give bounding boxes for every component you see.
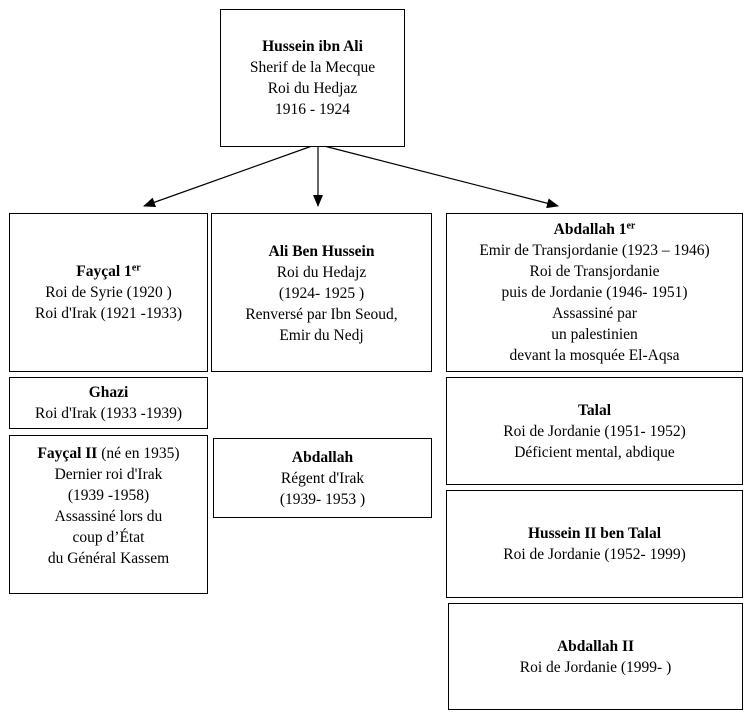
node-hussein-ibn-ali: Hussein ibn Ali Sherif de la Mecque Roi … [220,9,405,147]
node-line: Roi de Transjordanie [529,263,660,280]
node-abdallah-1: Abdallah 1er Emir de Transjordanie (1923… [446,213,743,372]
node-abdallah-2: Abdallah II Roi de Jordanie (1999- ) [448,603,743,710]
node-name: Abdallah [291,448,354,466]
node-line: (1939- 1953 ) [279,490,366,508]
node-line: (1939 -1958) [67,487,150,504]
node-faycal-2: Fayçal II (né en 1935) Dernier roi d'Ira… [9,435,208,594]
node-name: Abdallah II [556,637,635,655]
node-line: Emir de Transjordanie (1923 – 1946) [479,242,710,259]
node-line: Dernier roi d'Irak [54,466,163,483]
node-faycal-1: Fayçal 1er Roi de Syrie (1920 ) Roi d'Ir… [9,213,208,372]
node-name: Talal [577,401,612,419]
node-ghazi: Ghazi Roi d'Irak (1933 -1939) [9,377,208,429]
node-name: Abdallah 1er [553,220,636,238]
node-line: Roi du Hedjaz [267,80,358,97]
node-line: Emir du Nedj [279,327,364,344]
node-ali-ben-hussein: Ali Ben Hussein Roi du Hedajz (1924- 192… [211,213,432,372]
node-name: Fayçal 1er [76,262,141,280]
superscript: er [131,262,141,274]
node-abdallah-regent: Abdallah Régent d'Irak (1939- 1953 ) [213,438,432,518]
node-line: Sherif de la Mecque [249,59,376,76]
node-name: Ghazi [88,384,129,401]
arrow-to-abdallah1 [323,145,559,209]
node-line: Roi de Syrie (1920 ) [45,284,172,301]
node-name: Ali Ben Hussein [268,243,375,260]
node-line: 1916 - 1924 [275,101,350,118]
node-line: Assassiné lors du [54,508,163,525]
arrow-to-faycal1 [143,145,313,208]
node-talal: Talal Roi de Jordanie (1951- 1952) Défic… [446,377,743,485]
node-line: Roi d'Irak (1933 -1939) [34,405,182,422]
node-line: Roi de Jordanie (1951- 1952) [503,422,686,440]
node-line: Assassiné par [552,305,637,322]
node-line: devant la mosquée El-Aqsa [509,347,680,364]
node-name: Hussein ibn Ali [262,38,363,55]
node-line: Roi de Jordanie (1999- ) [519,658,672,676]
node-line: coup d’État [72,529,145,546]
node-name: Fayçal II (né en 1935) [37,445,180,462]
node-line: Régent d'Irak [280,469,365,487]
superscript: er [626,220,636,232]
node-line: du Général Kassem [47,550,170,567]
node-line: Roi de Jordanie (1952- 1999) [503,546,686,563]
node-line: un palestinien [551,326,638,343]
node-line: Roi d'Irak (1921 -1933) [34,305,182,322]
node-line: Roi du Hedajz [276,264,367,281]
node-hussein-2: Hussein II ben Talal Roi de Jordanie (19… [446,490,743,598]
node-line: (1924- 1925 ) [278,285,365,302]
node-line: puis de Jordanie (1946- 1951) [501,284,688,301]
node-name: Hussein II ben Talal [527,525,662,542]
node-line: Renversé par Ibn Seoud, [245,306,398,323]
node-line: Déficient mental, abdique [514,443,675,461]
